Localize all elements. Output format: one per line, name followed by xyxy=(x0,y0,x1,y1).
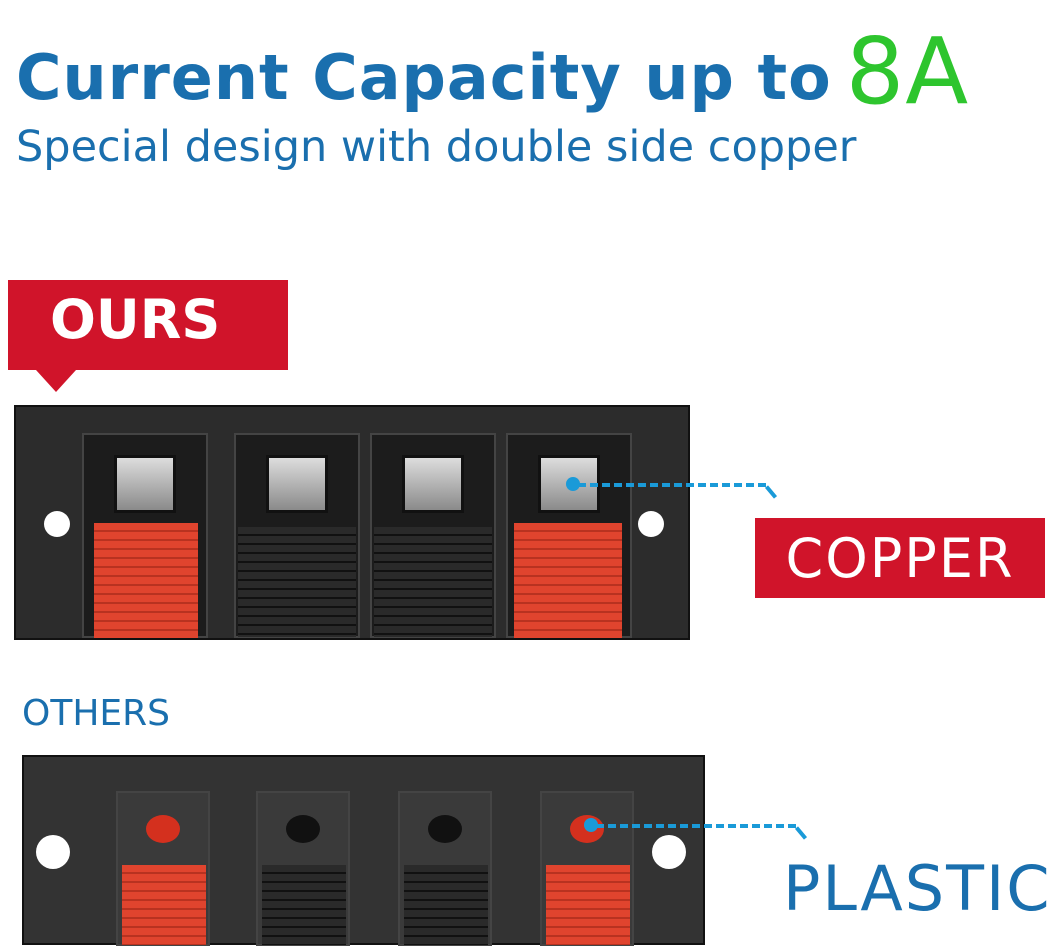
mount-hole xyxy=(36,835,70,869)
mount-hole xyxy=(638,511,664,537)
others-terminal-strip xyxy=(22,755,705,946)
terminal-red xyxy=(540,791,634,946)
others-label: OTHERS xyxy=(22,693,171,734)
ours-terminal-strip xyxy=(14,405,690,640)
plastic-label: PLASTIC xyxy=(783,852,1052,925)
callout-dot xyxy=(566,477,580,491)
callout-dot xyxy=(584,818,598,832)
mount-hole xyxy=(44,511,70,537)
terminal-black xyxy=(398,791,492,946)
copper-label: COPPER xyxy=(755,518,1045,598)
callout-line xyxy=(794,826,808,840)
callout-line xyxy=(578,483,766,487)
headline-text: Current Capacity up to xyxy=(16,41,832,114)
subtitle: Special design with double side copper xyxy=(16,122,857,172)
callout-line xyxy=(764,485,778,499)
terminal-red xyxy=(82,433,208,638)
ours-badge-pointer xyxy=(36,370,76,392)
headline-accent: 8A xyxy=(845,18,970,125)
terminal-black xyxy=(256,791,350,946)
callout-line xyxy=(596,824,796,828)
terminal-black xyxy=(234,433,360,638)
terminal-black xyxy=(370,433,496,638)
terminal-red xyxy=(116,791,210,946)
mount-hole xyxy=(652,835,686,869)
ours-badge: OURS xyxy=(8,280,288,370)
terminal-red xyxy=(506,433,632,638)
